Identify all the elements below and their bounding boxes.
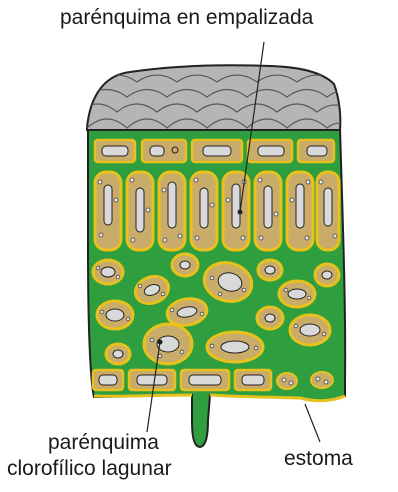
palisade-cells [95, 172, 339, 250]
upper-epidermis [80, 65, 350, 130]
